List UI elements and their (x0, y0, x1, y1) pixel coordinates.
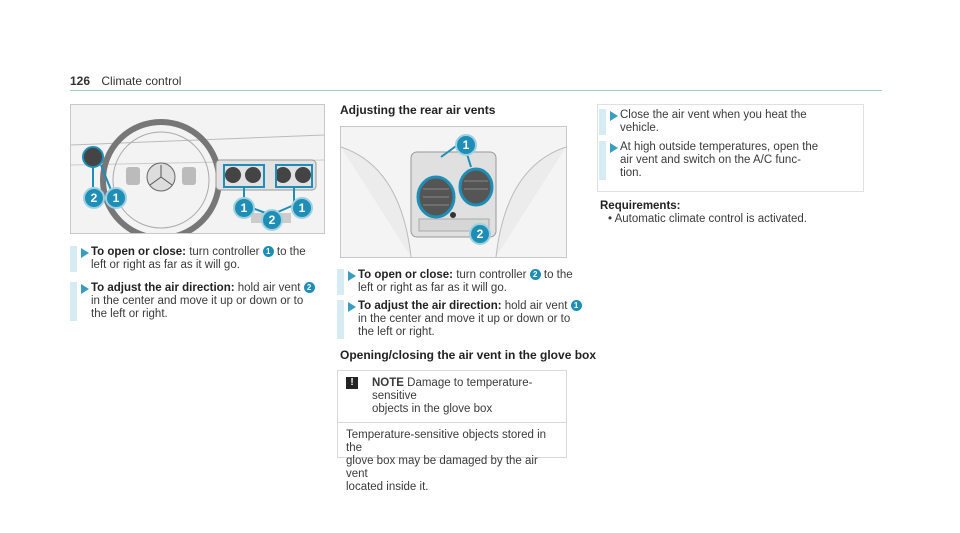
callout-1: 1 (233, 197, 255, 219)
step-text: the left or right. (91, 308, 168, 320)
tip-text: air vent and switch on the A/C func- (620, 154, 801, 166)
callout-2: 2 (303, 282, 315, 293)
note-text: Temperature-sensitive objects stored in … (346, 429, 547, 454)
tip-text: vehicle. (620, 122, 659, 134)
note-title: Damage to temperature-sensitive (372, 377, 533, 402)
step-text: turn controller (186, 246, 263, 258)
step-text: in the center and move it up or down or … (358, 313, 571, 325)
tip-text: At high outside temperatures, open the (620, 141, 819, 153)
step-arrow-icon (610, 143, 618, 153)
step-arrow-icon (81, 248, 89, 258)
page-header: 126 Climate control (70, 74, 181, 88)
step-text: to the (540, 269, 573, 281)
note-body: Temperature-sensitive objects stored in … (338, 423, 566, 500)
step-text: in the center and move it up or down or … (91, 295, 304, 307)
callout-2: 2 (83, 187, 105, 209)
callout-2: 2 (469, 223, 491, 245)
page-number: 126 (70, 74, 91, 88)
step-label: To open or close: (91, 246, 186, 258)
step-arrow-icon (348, 271, 356, 281)
step-text: the left or right. (358, 326, 435, 338)
step-text: hold air vent (501, 300, 571, 312)
warning-icon: ! (346, 377, 358, 389)
callout-2: 2 (261, 209, 283, 231)
tip-close-vent: Close the air vent when you heat the veh… (599, 109, 860, 135)
step-label: To open or close: (358, 269, 453, 281)
note-header: ! NOTE Damage to temperature-sensitive o… (338, 371, 566, 423)
step-text: turn controller (453, 269, 530, 281)
note-title: objects in the glove box (372, 403, 493, 415)
dashboard-illustration: 2 1 1 2 1 (70, 104, 325, 234)
requirements: Requirements: • Automatic climate contro… (600, 200, 807, 226)
rear-vents-illustration: 1 2 (340, 126, 567, 258)
note-text: glove box may be damaged by the air vent (346, 455, 538, 480)
note-label: NOTE (372, 377, 404, 389)
step-text: hold air vent (234, 282, 304, 294)
step-label: To adjust the air direction: (358, 300, 502, 312)
step-text: to the (273, 246, 306, 258)
step-arrow-icon (348, 302, 356, 312)
tip-open-vent: At high outside temperatures, open the a… (599, 141, 860, 180)
step-arrow-icon (81, 284, 89, 294)
callout-1: 1 (105, 187, 127, 209)
step-open-close-rear: To open or close: turn controller 2 to t… (337, 269, 593, 295)
callout-1: 1 (291, 197, 313, 219)
requirements-title: Requirements: (600, 200, 681, 212)
step-open-close: To open or close: turn controller 1 to t… (70, 246, 331, 272)
step-text: left or right as far as it will go. (91, 259, 240, 271)
tips-box: Close the air vent when you heat the veh… (597, 104, 864, 192)
requirement-text: Automatic climate control is activated. (614, 213, 807, 225)
step-arrow-icon (610, 111, 618, 121)
step-label: To adjust the air direction: (91, 282, 235, 294)
tip-text: tion. (620, 167, 642, 179)
callout-2: 2 (529, 269, 541, 280)
step-adjust-direction: To adjust the air direction: hold air ve… (70, 282, 331, 321)
note-box: ! NOTE Damage to temperature-sensitive o… (337, 370, 567, 493)
section-heading-glove-box: Opening/closing the air vent in the glov… (340, 348, 597, 362)
callout-1: 1 (262, 246, 274, 257)
step-text: left or right as far as it will go. (358, 282, 507, 294)
requirement-item: • Automatic climate control is activated… (608, 213, 807, 225)
step-adjust-direction-rear: To adjust the air direction: hold air ve… (337, 300, 593, 339)
note-text: located inside it. (346, 481, 429, 493)
callout-1: 1 (570, 300, 582, 311)
section-title: Climate control (101, 74, 182, 88)
section-heading-rear-vents: Adjusting the rear air vents (340, 103, 496, 117)
tip-text: Close the air vent when you heat the (620, 109, 807, 121)
callout-1: 1 (455, 134, 477, 156)
header-rule (70, 90, 882, 91)
